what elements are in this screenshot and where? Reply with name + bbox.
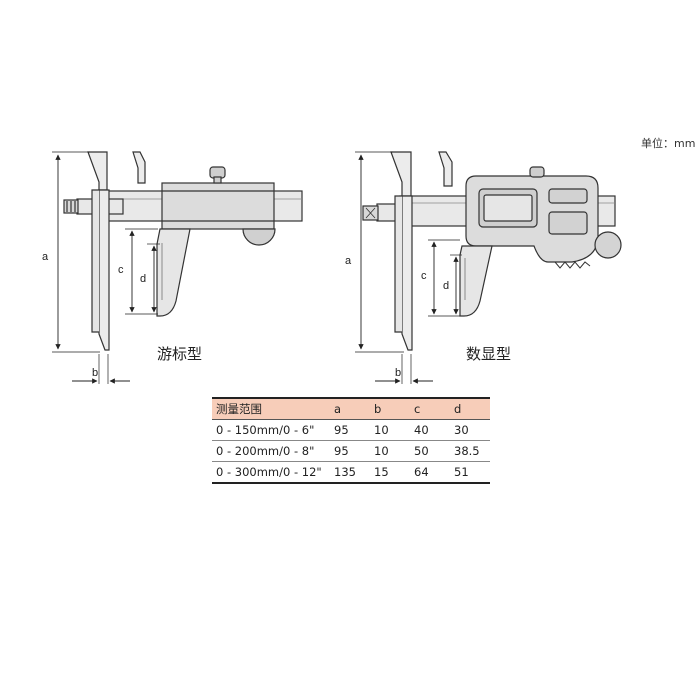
header-range: 测量范围 [212, 397, 330, 420]
header-d: d [450, 397, 490, 420]
vernier-caption: 游标型 [157, 345, 203, 363]
cell-range: 0 - 300mm/0 - 12" [212, 461, 330, 484]
spec-table-header-row: 测量范围 a b c d [212, 397, 490, 420]
digital-caption: 数显型 [466, 345, 512, 363]
vernier-slider [161, 182, 275, 230]
table-row: 0 - 200mm/0 - 8" 95 10 50 38.5 [212, 440, 490, 462]
digital-button-1 [548, 188, 588, 204]
vernier-thumb-roller [242, 228, 276, 246]
cell-d: 30 [450, 419, 490, 441]
header-a: a [330, 397, 370, 420]
cell-d: 38.5 [450, 440, 490, 462]
digital-moving-lower-jaw [459, 245, 493, 317]
vernier-fixed-jaw [87, 151, 108, 191]
table-row: 0 - 150mm/0 - 6" 95 10 40 30 [212, 419, 490, 441]
table-row: 0 - 300mm/0 - 12" 135 15 64 51 [212, 461, 490, 484]
digital-fixed-jaw [390, 151, 412, 197]
cell-d: 51 [450, 461, 490, 484]
digital-dim-b: b [395, 367, 401, 379]
cell-range: 0 - 150mm/0 - 6" [212, 419, 330, 441]
digital-dimensions [355, 151, 462, 384]
cell-b: 15 [370, 461, 410, 484]
vernier-dim-b: b [92, 367, 98, 379]
vernier-clamp-screw [209, 166, 226, 179]
digital-dim-d: d [443, 280, 449, 292]
vernier-dim-a: a [42, 251, 49, 263]
cell-b: 10 [370, 419, 410, 441]
digital-dim-c: c [421, 270, 427, 282]
cell-a: 95 [330, 440, 370, 462]
unit-label: 单位：mm [641, 137, 696, 150]
cell-c: 40 [410, 419, 450, 441]
spec-table: 测量范围 a b c d 0 - 150mm/0 - 6" 95 10 40 3… [212, 397, 490, 484]
vernier-dim-d: d [140, 273, 146, 285]
digital-moving-upper-jaw [438, 151, 453, 187]
digital-clamp-screw [529, 166, 545, 178]
digital-thumb-roller [594, 231, 622, 259]
vernier-moving-lower-jaw [156, 228, 191, 317]
cell-b: 10 [370, 440, 410, 462]
vernier-moving-upper-jaw [132, 151, 146, 184]
vernier-caliper-figure [63, 151, 303, 351]
vernier-dim-c: c [118, 264, 124, 276]
digital-button-2 [548, 211, 588, 235]
cell-c: 50 [410, 440, 450, 462]
cell-a: 95 [330, 419, 370, 441]
cell-a: 135 [330, 461, 370, 484]
cell-range: 0 - 200mm/0 - 8" [212, 440, 330, 462]
digital-caliper-figure [362, 151, 622, 351]
vernier-dimensions [52, 151, 160, 384]
header-c: c [410, 397, 450, 420]
cell-c: 64 [410, 461, 450, 484]
digital-dim-a: a [345, 255, 352, 267]
header-b: b [370, 397, 410, 420]
